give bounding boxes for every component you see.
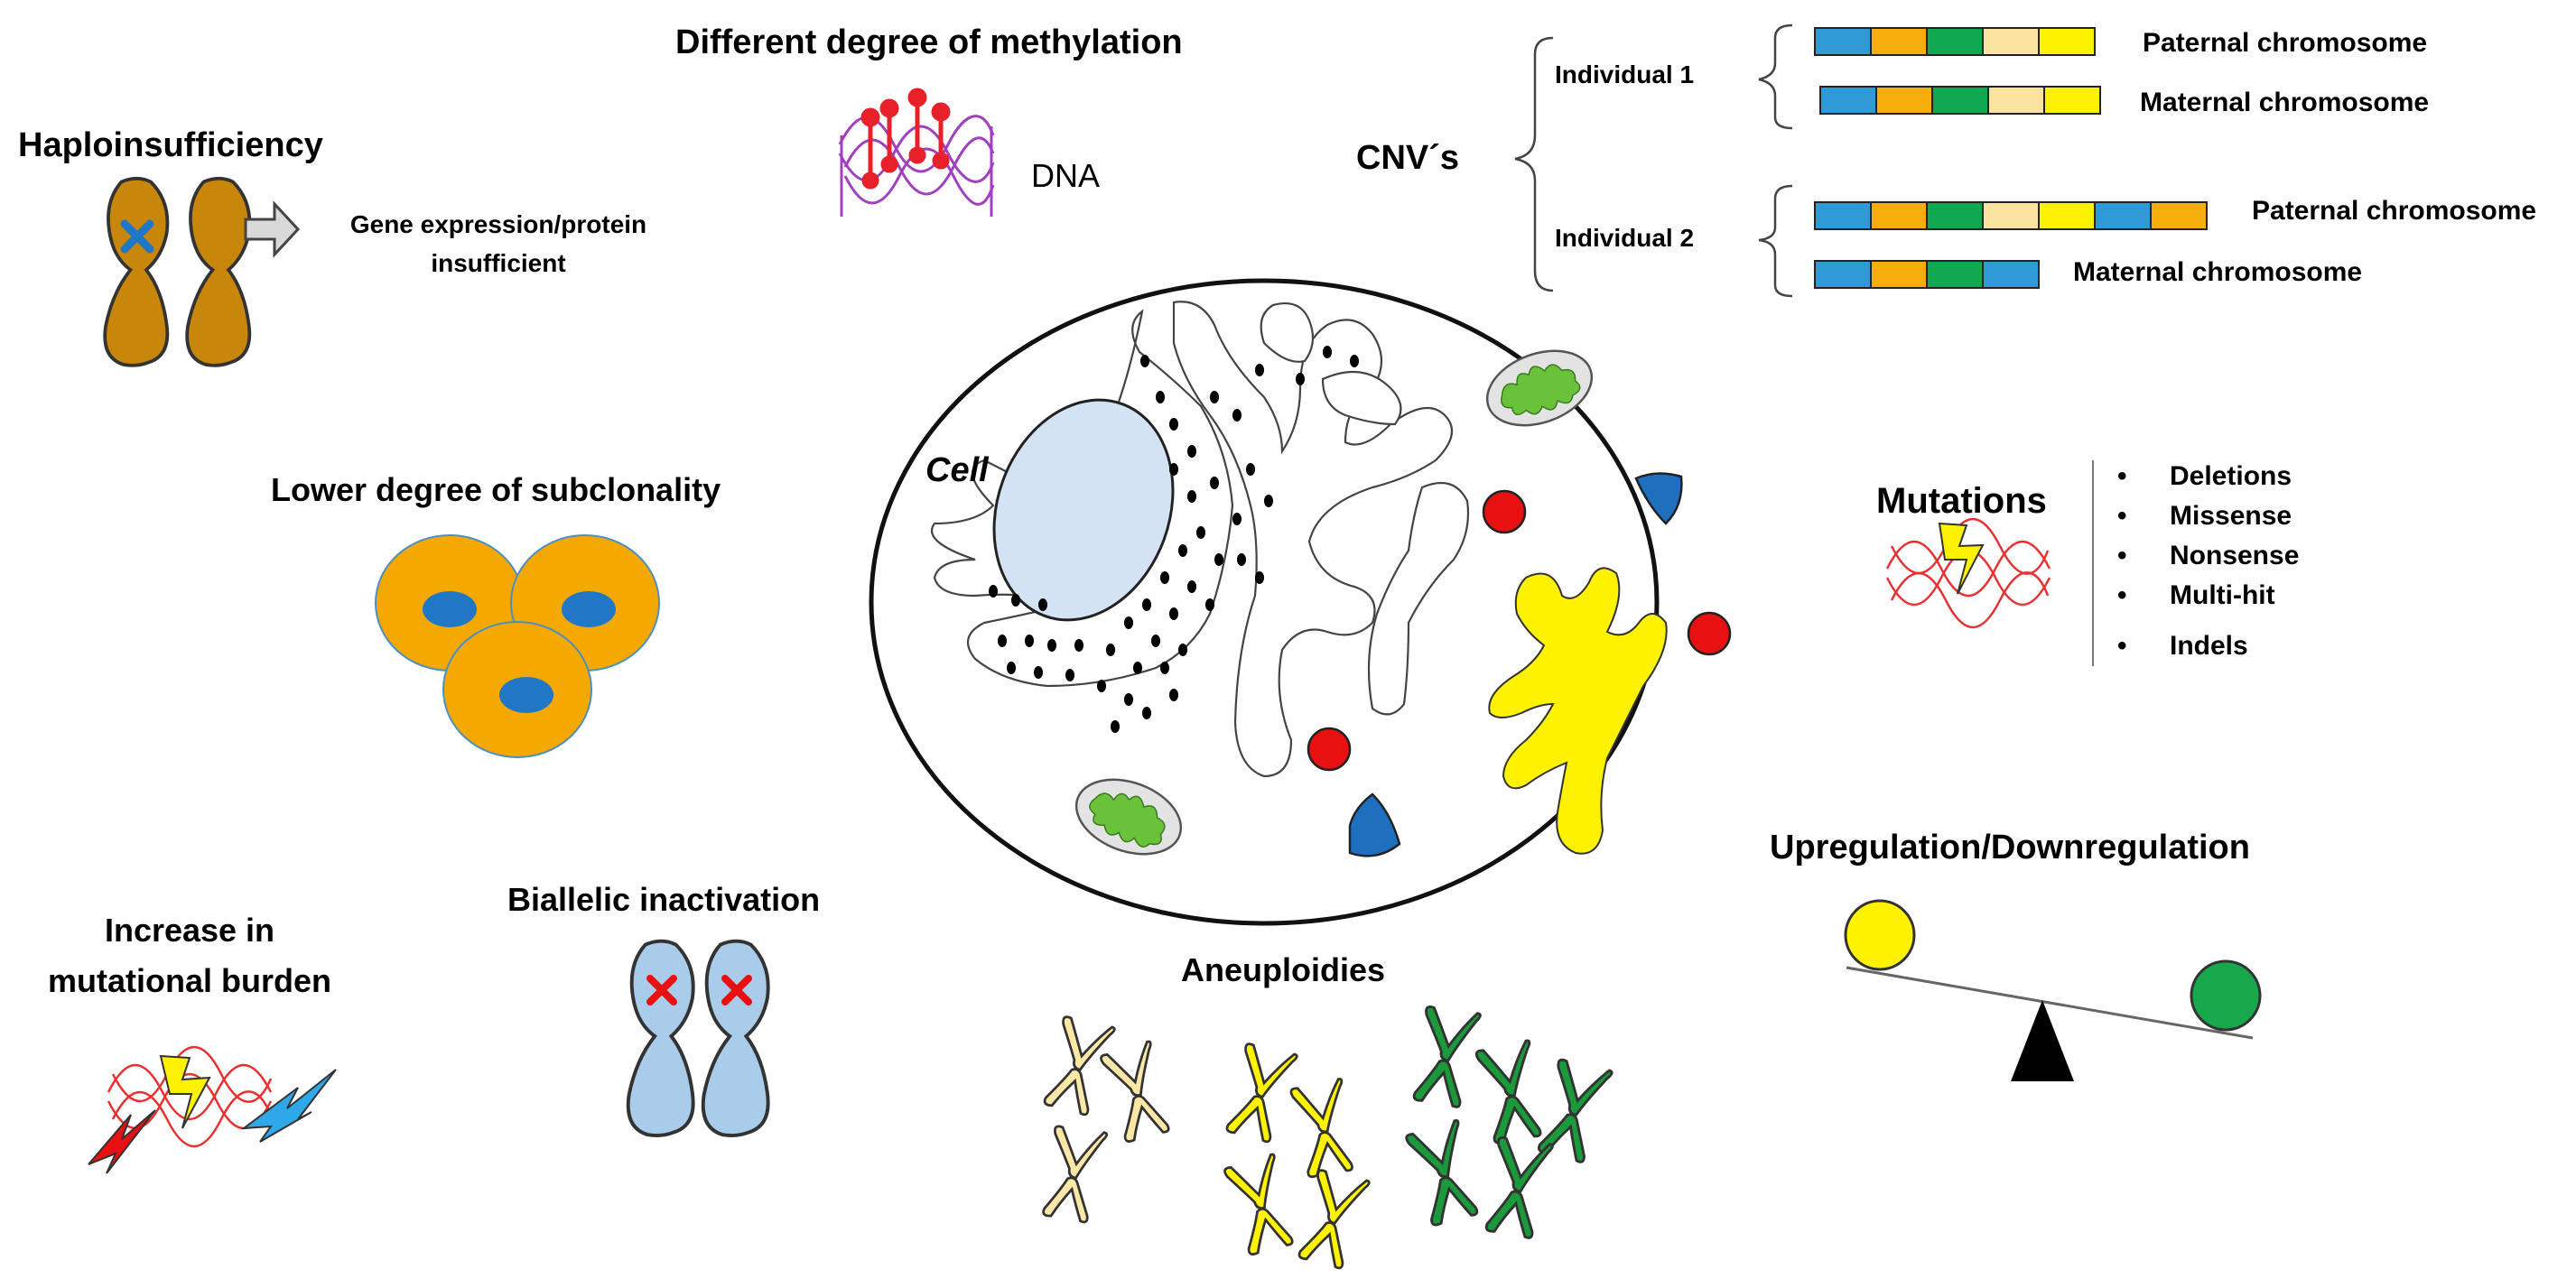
mutation-type-item: Indels: [2117, 626, 2299, 666]
haploinsufficiency-title: Haploinsufficiency: [18, 126, 323, 164]
x-mark-icon: [120, 219, 154, 254]
cnv-segment: [1926, 27, 1984, 56]
subclonality-title: Lower degree of subclonality: [271, 471, 721, 508]
cell-figure: [869, 278, 1732, 926]
regulation-title: Upregulation/Downregulation: [1770, 829, 2250, 866]
methyl-group-icon: [860, 88, 951, 190]
chromosome-icon: [626, 939, 695, 1138]
haploinsufficiency-result-line2: insufficient: [431, 249, 566, 277]
cnv-segment: [1814, 260, 1872, 289]
cnv-segment: [1931, 86, 1989, 115]
haploinsufficiency-figure: [103, 176, 301, 367]
cnv-segment: [2038, 201, 2096, 230]
cnv-segment: [1870, 201, 1928, 230]
mitochondrion-icon: [1485, 349, 1594, 427]
ind1-maternal-label: Maternal chromosome: [2140, 88, 2430, 117]
cnv-segment: [1987, 86, 2045, 115]
cnv-segment: [2094, 201, 2152, 230]
mutations-title: Mutations: [1876, 481, 2047, 521]
cnv-segment: [2150, 201, 2208, 230]
mutation-type-item: Deletions: [2117, 457, 2299, 496]
biallelic-title: Biallelic inactivation: [507, 881, 821, 918]
cell-cluster-icon: [375, 534, 660, 758]
cnv-segment: [1982, 27, 2040, 56]
individual-2-label: Individual 2: [1555, 224, 1695, 252]
cnv-segment: [1819, 86, 1877, 115]
cnv-segment: [1926, 201, 1984, 230]
cnv-segment: [1982, 260, 2040, 289]
chromosome-icon: [701, 939, 770, 1138]
vesicle-icon: [1307, 489, 1732, 772]
cnv-chromosome-bars: [1814, 27, 2208, 289]
nucleus-icon: [992, 398, 1175, 622]
ind2-maternal-label: Maternal chromosome: [2073, 257, 2363, 287]
dna-label: DNA: [1031, 157, 1101, 194]
burden-title-line2: mutational burden: [48, 962, 331, 999]
mutation-type-item: Multi-hit: [2117, 576, 2299, 616]
cnv-segment: [1814, 201, 1872, 230]
aneuploidies-title: Aneuploidies: [1181, 951, 1386, 988]
ind1-paternal-label: Paternal chromosome: [2143, 28, 2428, 58]
balance-scale-icon: [1844, 899, 2262, 1081]
chromosome-icon: [103, 176, 170, 367]
mutation-type-item: Missense: [2117, 496, 2299, 536]
cnv-segment: [1982, 201, 2040, 230]
methylation-title: Different degree of methylation: [675, 23, 1183, 61]
golgi-icon: [1488, 567, 1668, 855]
mitochondrion-icon: [1074, 778, 1183, 856]
cnv-segment: [1926, 260, 1984, 289]
aneuploidy-chromosomes: [1038, 1003, 1614, 1272]
cnv-segment: [2043, 86, 2101, 115]
cnv-segment: [2038, 27, 2096, 56]
blue-organelle-icon: [1348, 472, 1683, 857]
cell-label: Cell: [925, 451, 989, 489]
cnv-segment: [1875, 86, 1933, 115]
lightning-icon: [1938, 522, 1985, 595]
cnv-segment: [1814, 27, 1872, 56]
individual-1-label: Individual 1: [1555, 60, 1695, 88]
cnv-segment: [1870, 260, 1928, 289]
cnv-segment: [1870, 27, 1928, 56]
ribosome-dots: [989, 346, 1359, 733]
haploinsufficiency-result-line1: Gene expression/protein: [349, 210, 647, 238]
ind2-paternal-label: Paternal chromosome: [2252, 196, 2537, 226]
arrow-right-icon: [244, 200, 301, 258]
lightning-icon: [88, 1054, 337, 1174]
x-mark-icon: [646, 975, 752, 1005]
burden-title-line1: Increase in: [104, 912, 275, 949]
cnv-brace: [1514, 23, 1793, 298]
mutation-type-item: Nonsense: [2117, 536, 2299, 576]
chromosome-icon: [185, 176, 252, 367]
cnv-label: CNV´s: [1356, 139, 1460, 177]
mutation-types-list: Deletions Missense Nonsense Multi-hit In…: [2117, 457, 2299, 666]
